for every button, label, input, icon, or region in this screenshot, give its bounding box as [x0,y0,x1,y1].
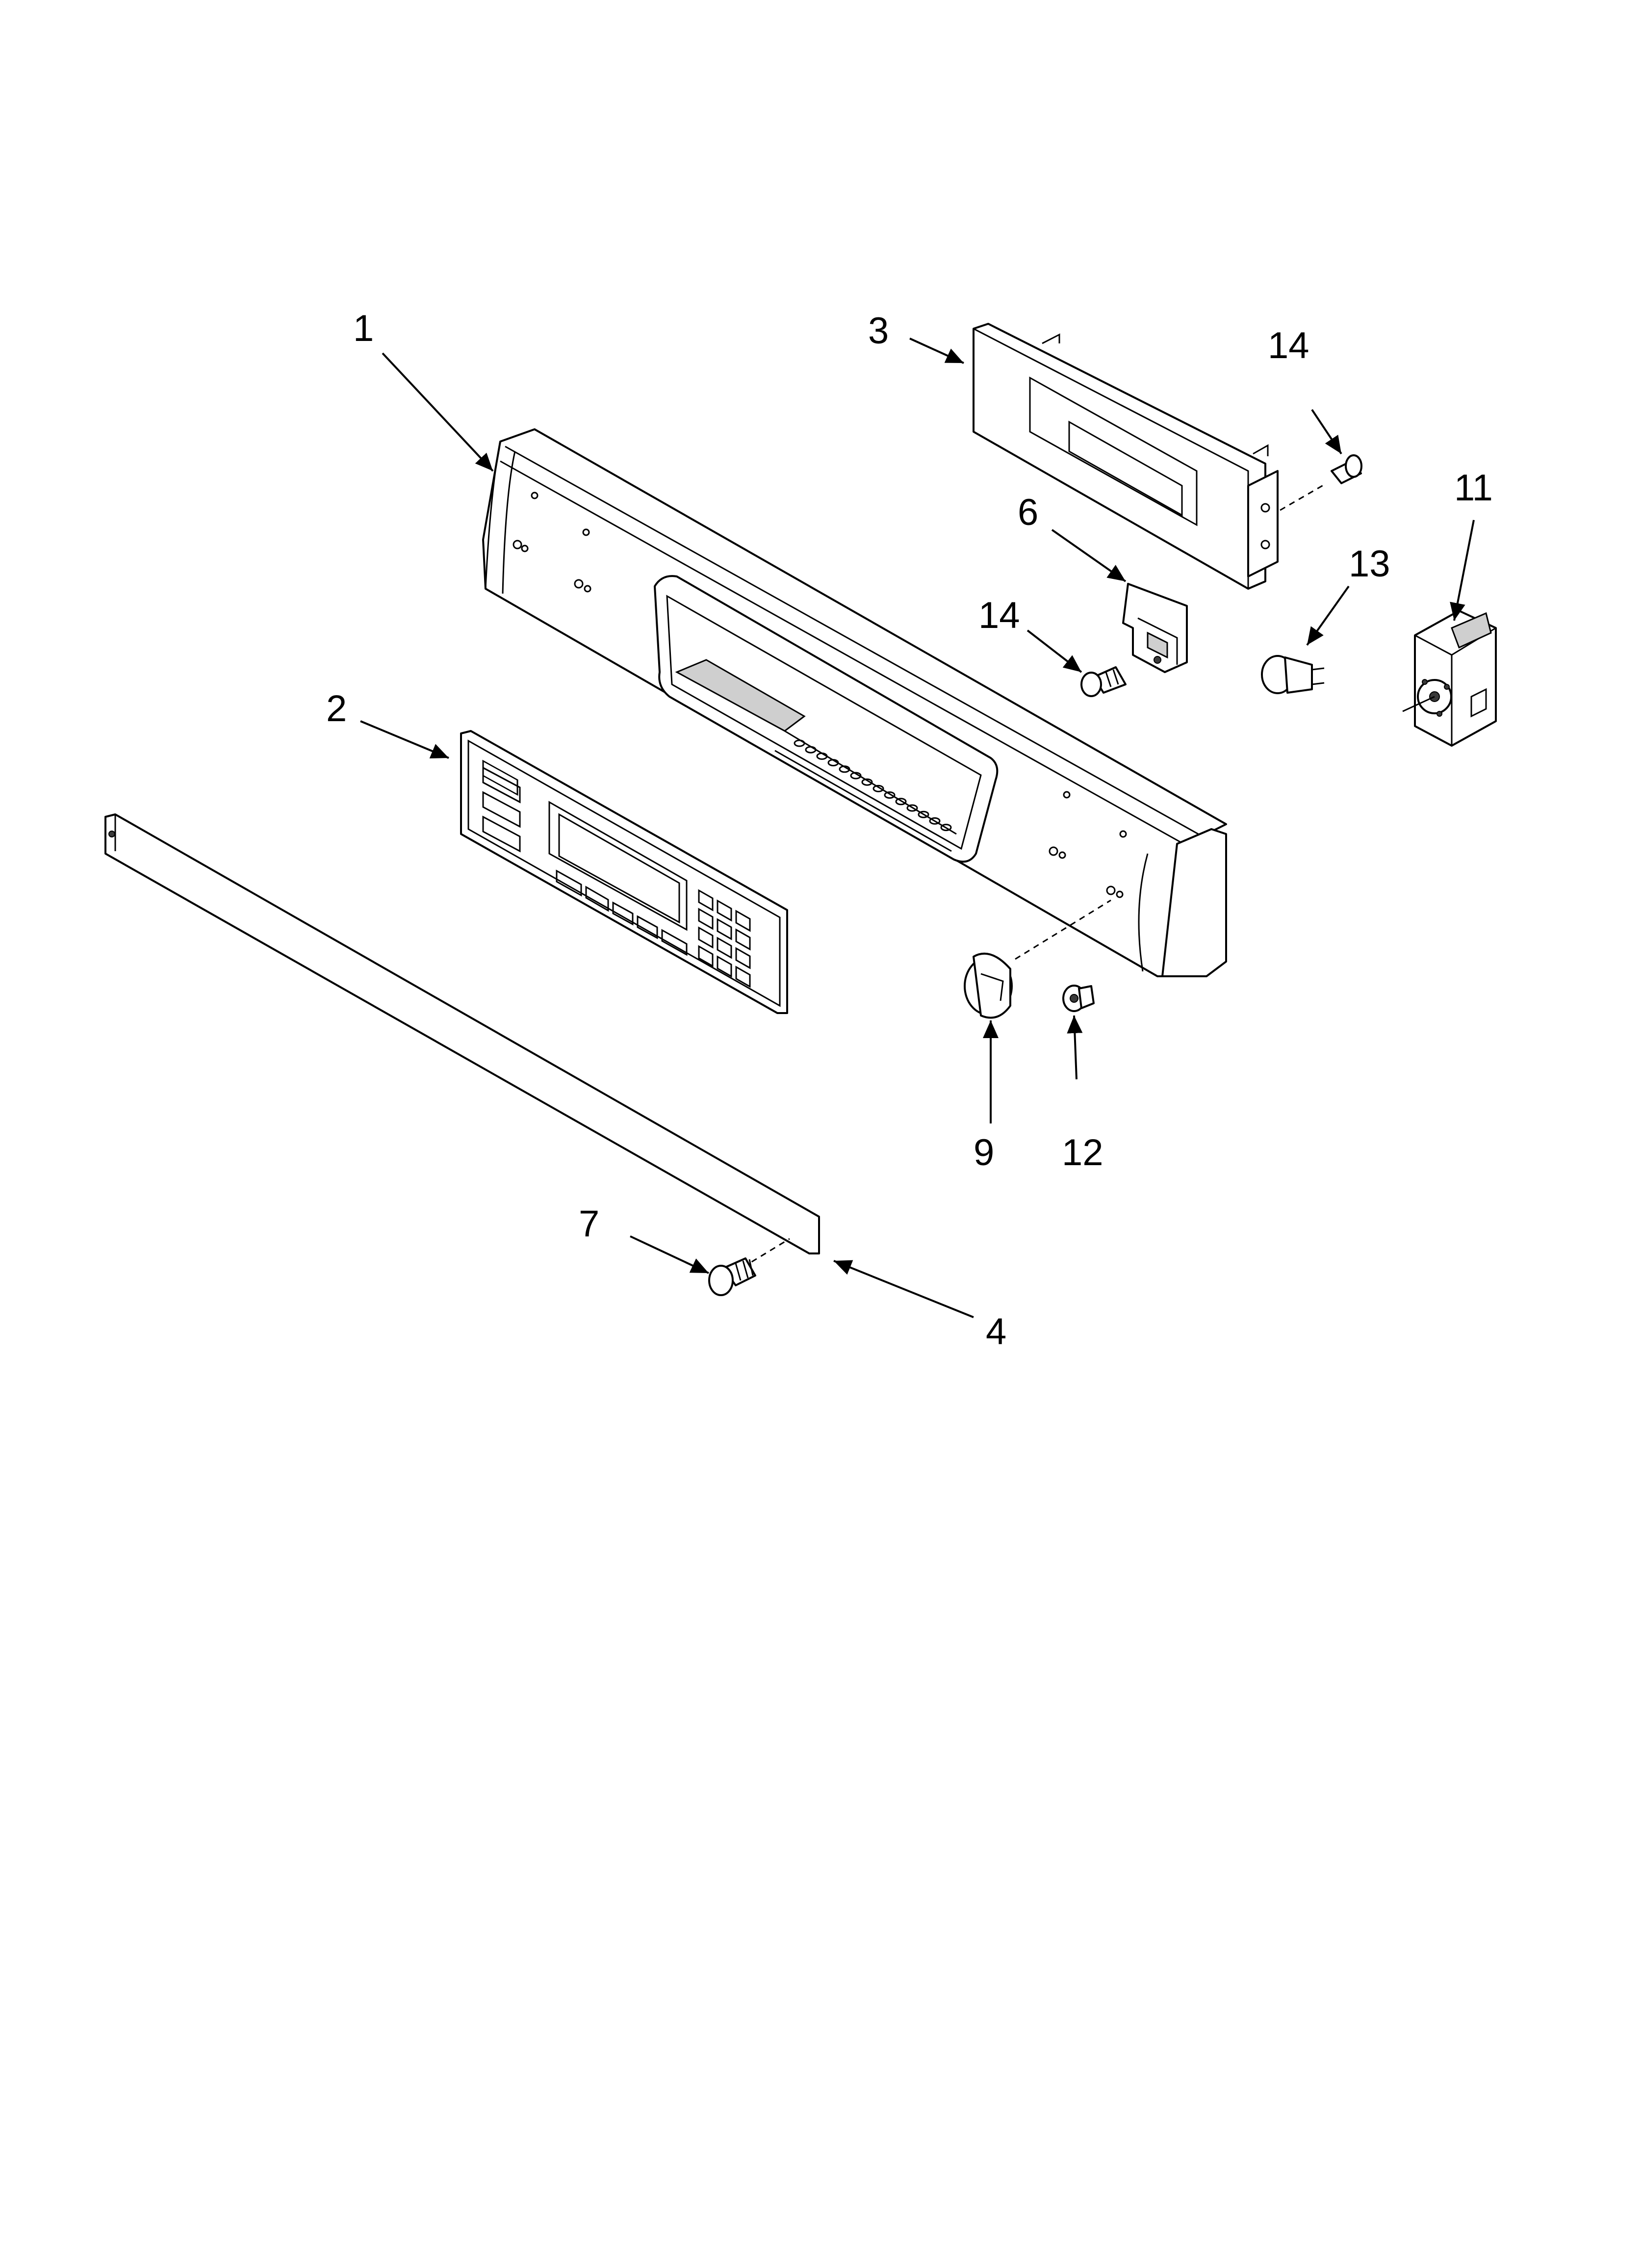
leader-1 [382,352,494,472]
control-board-part [973,323,1279,590]
keypad-key [698,945,714,967]
keypad-key [698,926,714,949]
callout-12: 12 [1062,1132,1103,1173]
callout-14b: 14 [978,595,1020,636]
leader-6 [1051,529,1127,582]
leader-12 [1067,1015,1083,1080]
panel-slot [827,759,839,767]
callout-13: 13 [1349,543,1390,585]
keypad-key [735,965,751,988]
panel-slot [850,772,862,780]
keypad-key [717,937,732,959]
control-panel-part [482,428,1227,977]
leader-13 [1306,585,1350,646]
callout-3: 3 [868,310,889,352]
screw-14-upper-part [1280,454,1362,511]
callout-labels: 1 2 3 4 6 7 9 11 12 13 14 14 [326,308,1493,1353]
keypad-overlay-part [460,730,788,1014]
keypad-key [698,889,714,912]
leader-11 [1450,520,1475,621]
keypad-key [735,910,751,932]
panel-slot [884,791,896,799]
screw-7-part [708,1257,756,1296]
callout-1: 1 [353,308,374,349]
leader-7 [630,1235,709,1274]
switch-block-part [1402,610,1497,747]
panel-slot [872,784,884,792]
leader-lines [360,338,1475,1318]
callout-9: 9 [974,1132,994,1173]
callout-2: 2 [326,688,347,730]
keypad-key [717,899,732,922]
knob-part [964,899,1111,1019]
callout-11: 11 [1454,467,1493,509]
leader-3 [909,338,964,364]
panel-slot [940,824,952,832]
keypad-key [717,918,732,940]
panel-slot [794,739,805,747]
panel-slot [839,765,850,773]
panel-slot [929,817,941,825]
leader-14b [1026,629,1082,673]
panel-slot [918,810,929,818]
callout-4: 4 [986,1311,1006,1353]
panel-slot [805,746,817,754]
panel-slot [861,778,873,786]
panel-slot [895,798,907,806]
leader-2 [360,720,449,759]
keypad-key [735,947,751,969]
panel-slot [906,804,918,812]
button-cap-part [1062,985,1095,1012]
indicator-light-part [1261,655,1325,694]
leader-14a [1311,409,1342,455]
screw-14-lower-part [1080,666,1127,697]
leader-4 [833,1260,974,1318]
callout-7: 7 [579,1203,599,1245]
callout-6: 6 [1018,492,1038,533]
panel-slot [816,752,828,760]
keypad-key [735,928,751,951]
bracket-part [1122,583,1188,673]
keypad-key [717,955,732,978]
keypad-key [698,908,714,930]
callout-14a: 14 [1268,325,1309,366]
